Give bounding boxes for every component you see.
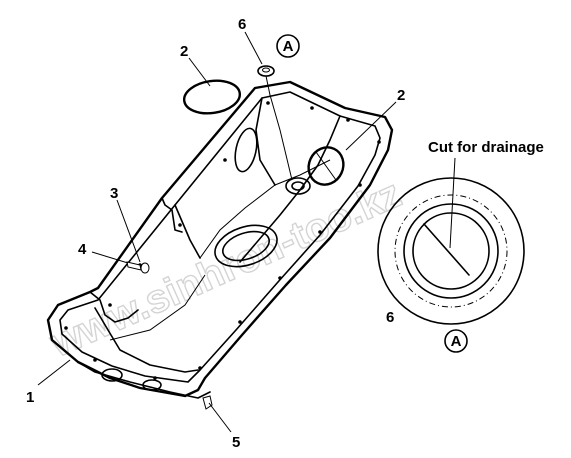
seal-washer-hole [262,67,270,73]
watermark: www.sinhron-too.kz [42,171,408,367]
callout-6-top: 6 [238,16,246,33]
detail-marker-a: A [451,333,462,350]
callout-1: 1 [26,389,34,406]
bottom-boss-left [101,368,123,382]
callout-2-right: 2 [397,87,405,104]
view-marker-a-circle [276,34,300,58]
detail-marker-a-circle [444,329,468,353]
oil-pan-inner-floor [109,159,331,341]
drainage-cut-line [423,223,470,276]
sump-opening-outer [214,224,278,268]
drain-plug [202,395,213,410]
watermark-text: www.sinhron-too.kz [43,171,408,366]
cover-plate-left [182,79,242,115]
drainage-cut-note: Cut for drainage [428,139,544,156]
side-bolt [126,261,150,274]
side-opening [234,127,258,173]
leader-lines [37,31,456,433]
detail-outer-ring [377,177,525,325]
oil-pan [46,80,394,399]
callout-6-detail: 6 [386,309,394,326]
callout-4: 4 [78,241,87,258]
bottom-boss-right [142,379,162,391]
callout-2-left: 2 [180,43,188,60]
flange-bolt-holes [64,101,381,380]
oil-pan-flange-inner [59,91,381,383]
drain-boss-inner [291,181,305,191]
view-marker-a: A [283,38,294,55]
detail-mid-ring [403,203,499,299]
detail-dash-circle [394,194,508,308]
oil-pan-bottom-edge [77,361,211,399]
callout-5: 5 [232,434,240,451]
callout-3: 3 [110,185,118,202]
detail-inner-ring [412,212,490,290]
oil-pan-sump-wall [94,97,341,373]
cover-plate-right-edge [315,151,337,181]
sump-opening-inner [222,230,270,262]
cover-plate-right [307,146,345,186]
oil-pan-flange-outer [46,80,394,398]
drain-boss-outer [285,177,311,195]
oil-pan-end-bracket [89,197,183,323]
seal-washer-centerline [265,75,293,181]
detail-view-a [377,177,525,325]
